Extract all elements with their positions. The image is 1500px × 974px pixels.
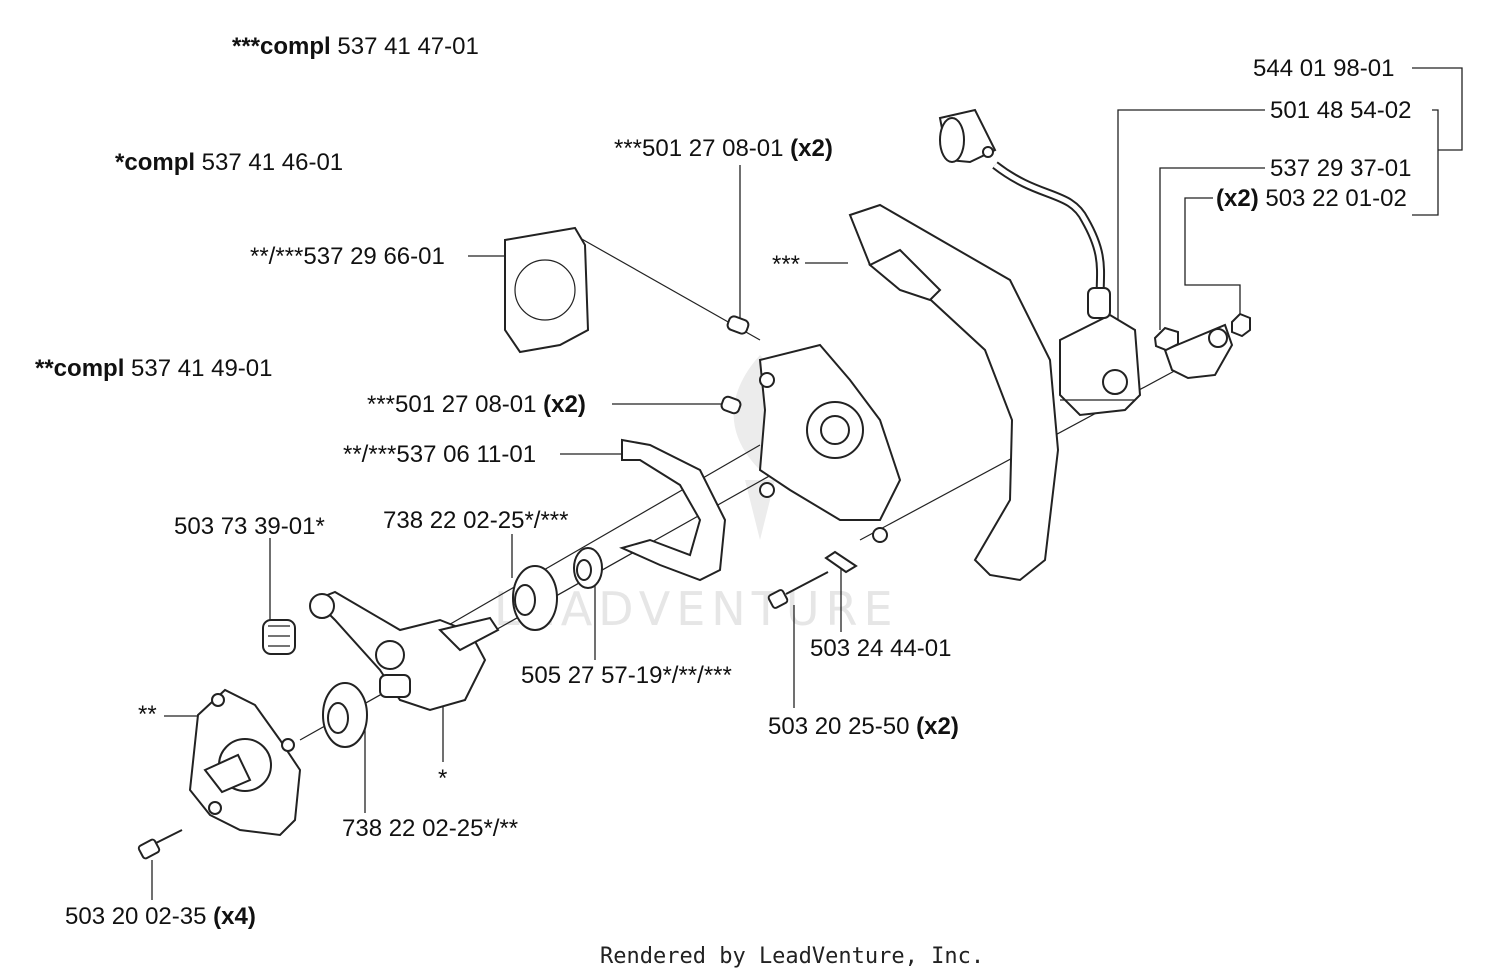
label-crankshaft-star[interactable]: * — [438, 765, 447, 792]
screw-503-20-02-35 — [137, 829, 183, 860]
label-503-24-44-01[interactable]: 503 24 44-01 — [810, 635, 951, 662]
label-537-06-11-01[interactable]: **/***537 06 11-01 — [343, 441, 536, 468]
label-503-20-02-35[interactable]: 503 20 02-35 (x4) — [65, 903, 256, 930]
bearing-738-22-02-25-b — [322, 682, 368, 748]
label-738-22-02-25-b[interactable]: 738 22 02-25*/** — [342, 815, 518, 842]
label-503-73-39-01[interactable]: 503 73 39-01* — [174, 513, 325, 540]
label-503-20-25-50[interactable]: 503 20 25-50 (x2) — [768, 713, 959, 740]
footer-credit: Rendered by LeadVenture, Inc. — [600, 944, 984, 969]
ignition-coil — [1059, 287, 1142, 417]
label-537-29-37-01[interactable]: 537 29 37-01 — [1270, 155, 1411, 182]
label-503-22-01-02[interactable]: (x2) 503 22 01-02 — [1216, 185, 1407, 212]
dowel-pin-upper — [726, 315, 750, 335]
crankcase-cover — [188, 688, 302, 837]
bearing-738-22-02-25-a — [512, 565, 558, 631]
label-501-27-08-01-lower[interactable]: ***501 27 08-01 (x2) — [367, 391, 586, 418]
label-compl-537-41-47-01[interactable]: ***compl 537 41 47-01 — [232, 33, 479, 60]
label-compl-537-41-49-01[interactable]: **compl 537 41 49-01 — [35, 355, 272, 382]
label-crankcase-triple-star[interactable]: *** — [772, 251, 800, 278]
label-cover-double-star[interactable]: ** — [138, 701, 157, 728]
label-505-27-57-19[interactable]: 505 27 57-19*/**/*** — [521, 662, 732, 689]
dowel-pin-lower — [720, 395, 742, 415]
cylinder-gasket — [504, 226, 590, 354]
label-501-27-08-01-upper[interactable]: ***501 27 08-01 (x2) — [614, 135, 833, 162]
crankcase-half — [758, 203, 1060, 582]
oil-seal — [573, 547, 603, 589]
coil-bracket — [1153, 312, 1251, 380]
clip-503-24-44-01 — [824, 550, 858, 574]
part-labels: ***compl 537 41 47-01 *compl 537 41 46-0… — [35, 33, 1411, 930]
label-544-01-98-01[interactable]: 544 01 98-01 — [1253, 55, 1394, 82]
spark-plug-cap — [938, 108, 997, 164]
needle-bearing — [262, 619, 296, 655]
label-537-29-66-01[interactable]: **/***537 29 66-01 — [250, 243, 445, 270]
crankshaft — [309, 590, 500, 712]
label-738-22-02-25-a[interactable]: 738 22 02-25*/*** — [383, 507, 568, 534]
parts — [137, 108, 1251, 860]
crankcase-gasket — [619, 438, 727, 582]
screw-503-20-25-50 — [767, 571, 829, 609]
label-501-48-54-02[interactable]: 501 48 54-02 — [1270, 97, 1411, 124]
label-compl-537-41-46-01[interactable]: *compl 537 41 46-01 — [115, 149, 343, 176]
watermark-text: LEADVENTURE — [494, 582, 899, 636]
